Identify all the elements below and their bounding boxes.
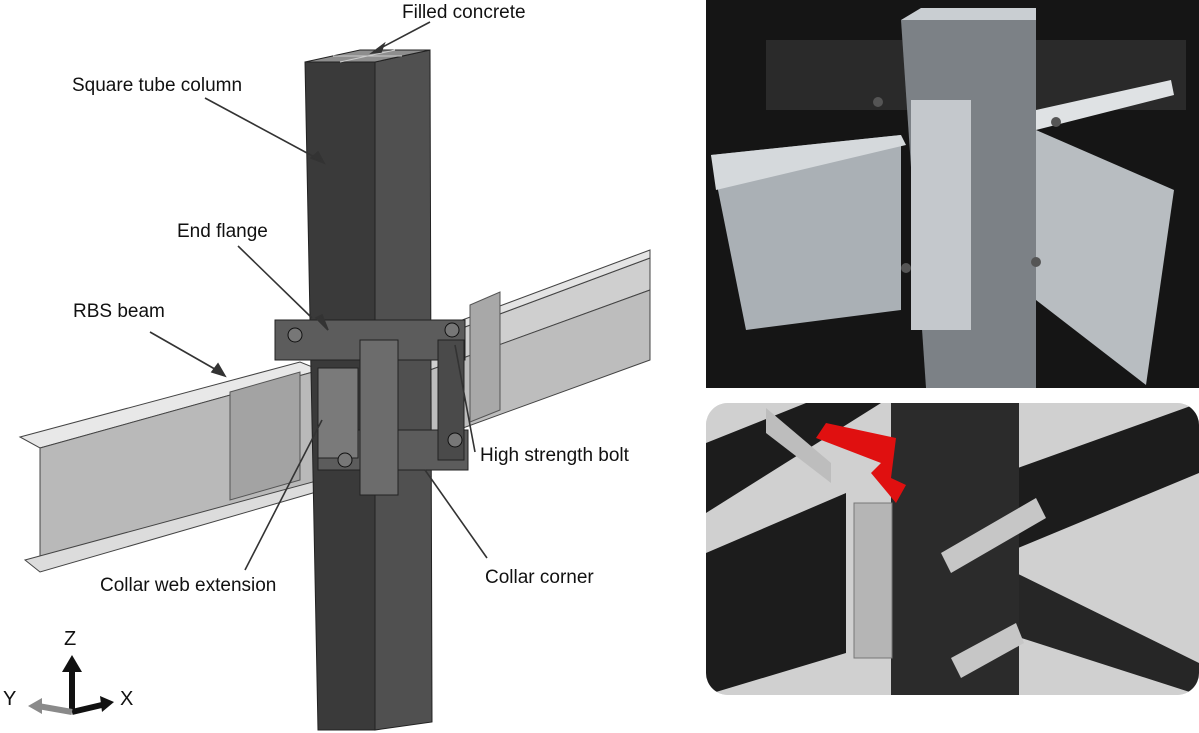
leader-square-tube-column (204, 97, 321, 161)
label-end-flange: End flange (177, 221, 268, 242)
collar-assembly (274, 319, 469, 496)
leader-lines (149, 21, 488, 571)
connection-model-drawing (18, 21, 651, 731)
fe-model-diagram: Filled concrete Square tube column End f… (3, 2, 651, 731)
x-axis-arrow (71, 701, 107, 715)
label-filled-concrete: Filled concrete (402, 2, 526, 23)
leader-rbs-beam (149, 331, 221, 373)
axis-triad (28, 655, 114, 715)
axis-label-y: Y (3, 688, 17, 710)
leader-collar-web-extension (244, 419, 323, 571)
axis-label-x: X (120, 688, 134, 710)
label-collar-corner: Collar corner (485, 567, 594, 588)
label-collar-web-extension: Collar web extension (100, 575, 277, 596)
rendering-drawing (706, 403, 1199, 695)
photo-drawing (706, 0, 1199, 388)
leader-end-flange (237, 245, 313, 319)
leader-filled-concrete (376, 21, 431, 51)
y-axis-arrow (37, 703, 73, 715)
axis-label-z: Z (64, 628, 77, 650)
label-square-tube-column: Square tube column (72, 75, 243, 96)
label-rbs-beam: RBS beam (73, 301, 165, 322)
rbs-beam-left (18, 361, 332, 573)
leader-collar-corner (424, 469, 488, 559)
leader-high-strength-bolt (454, 344, 476, 453)
rbs-beam-right (429, 249, 651, 441)
label-high-strength-bolt: High strength bolt (480, 445, 629, 466)
insertion-arrow (816, 423, 906, 503)
assembly-rendering (706, 403, 1199, 695)
physical-model-photo (706, 0, 1199, 388)
